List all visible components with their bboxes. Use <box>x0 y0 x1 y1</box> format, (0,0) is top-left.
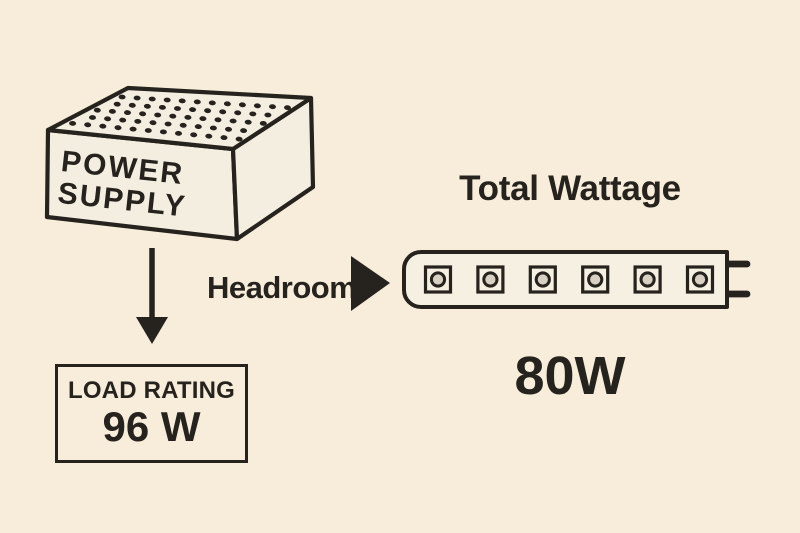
vent-hole-dot <box>113 101 121 107</box>
down-arrow-head <box>136 317 168 344</box>
vent-hole-dot <box>93 107 101 113</box>
led-circle <box>482 271 499 288</box>
vent-hole-dot <box>114 125 122 131</box>
vent-hole-dot <box>154 112 162 118</box>
led-strip-outline <box>402 250 729 309</box>
vent-hole-dot <box>220 135 228 141</box>
vent-hole-dot <box>149 120 157 126</box>
vent-hole-dot <box>179 122 187 128</box>
headroom-label: Headroom <box>207 270 357 305</box>
led-square <box>528 265 557 294</box>
load-rating-box: LOAD RATING 96 W <box>55 364 248 463</box>
vent-hole-dot <box>99 123 107 129</box>
vent-hole-dot <box>178 98 186 104</box>
led-strip-illustration <box>402 250 751 309</box>
vent-hole-dot <box>174 106 181 111</box>
led-square <box>476 265 505 294</box>
power-supply-illustration <box>44 85 316 242</box>
vent-hole-dot <box>223 101 231 107</box>
led-circle <box>429 271 447 288</box>
vent-hole-dot <box>134 118 142 124</box>
vent-hole-dot <box>169 113 177 119</box>
vent-hole-dot <box>208 100 216 106</box>
vent-hole-dot <box>199 116 207 122</box>
vent-holes <box>69 94 291 142</box>
down-arrow-icon <box>136 248 168 344</box>
vent-hole-dot <box>229 118 237 124</box>
vent-hole-dot <box>249 111 257 117</box>
vent-hole-dot <box>118 94 126 100</box>
vent-hole-dot <box>235 136 243 142</box>
vent-hole-dot <box>158 104 166 110</box>
total-wattage-value: 80W <box>514 346 626 406</box>
vent-hole-dot <box>89 115 96 120</box>
vent-hole-dot <box>193 99 201 105</box>
vent-hole-dot <box>234 110 242 116</box>
vent-hole-dot <box>225 126 232 132</box>
vent-hole-dot <box>108 108 116 114</box>
load-rating-value: 96 W <box>102 403 201 450</box>
vent-hole-dot <box>204 108 212 114</box>
led-circle <box>691 271 709 288</box>
vent-hole-dot <box>139 111 147 117</box>
power-supply-top-face <box>45 85 314 152</box>
vent-hole-dot <box>84 122 92 128</box>
vent-hole-dot <box>205 133 213 139</box>
vent-hole-dot <box>184 114 192 120</box>
led-circle <box>587 271 604 288</box>
vent-hole-dot <box>190 132 198 138</box>
vent-hole-dot <box>128 102 136 108</box>
vent-hole-dot <box>129 126 137 132</box>
vent-hole-dot <box>133 95 141 101</box>
vent-hole-dot <box>264 112 272 118</box>
vent-hole-dot <box>194 124 202 130</box>
vent-hole-dot <box>119 117 127 123</box>
led-circle <box>534 271 551 288</box>
vent-hole-dot <box>144 128 152 133</box>
led-square <box>685 265 715 294</box>
vent-hole-dot <box>284 105 291 111</box>
vent-hole-dot <box>244 119 252 125</box>
vent-hole-dot <box>240 128 248 134</box>
vent-hole-dot <box>259 120 267 126</box>
vent-hole-dot <box>124 110 131 116</box>
vent-hole-dot <box>209 125 217 131</box>
vent-hole-dot <box>163 97 171 103</box>
vent-hole-dot <box>219 109 227 115</box>
vent-hole-dot <box>143 103 151 109</box>
led-square <box>581 265 610 294</box>
vent-hole-dot <box>238 102 246 108</box>
load-rating-title: LOAD RATING <box>67 377 236 404</box>
vent-hole-dot <box>164 121 172 127</box>
vent-hole-dot <box>214 117 222 123</box>
vent-hole-dot <box>69 120 77 126</box>
vent-hole-dot <box>148 96 156 102</box>
led-circle <box>639 271 656 288</box>
vent-hole-dot <box>104 116 112 122</box>
vent-hole-dot <box>189 107 197 113</box>
vent-hole-dot <box>175 130 182 136</box>
vent-hole-dot <box>269 104 276 110</box>
vent-hole-dot <box>159 129 167 135</box>
total-wattage-title: Total Wattage <box>459 169 681 208</box>
led-chips <box>423 265 715 294</box>
power-supply-label: POWER SUPPLY <box>56 145 191 224</box>
headroom-arrow-icon <box>351 256 390 311</box>
vent-hole-dot <box>253 103 261 109</box>
